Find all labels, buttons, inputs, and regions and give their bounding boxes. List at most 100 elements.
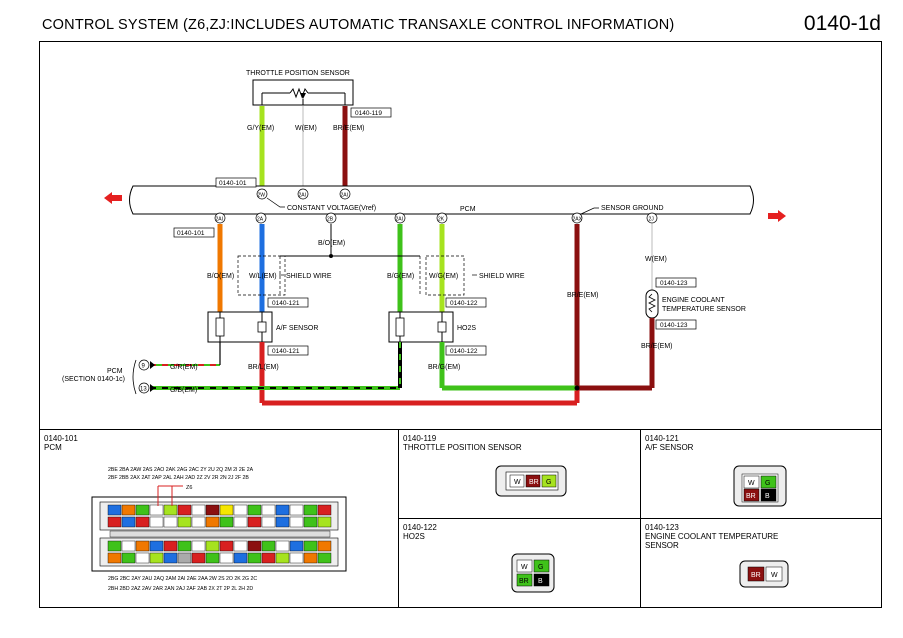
- terminal-2a: [255, 212, 267, 224]
- pin-g: G: [538, 564, 543, 571]
- pin-w: W: [771, 572, 778, 579]
- arrow-left-icon: [104, 192, 122, 204]
- terminal-label: 2AI: [216, 217, 224, 223]
- panel-121-code: 0140-121: [645, 434, 679, 443]
- pin-br: BR: [519, 578, 529, 585]
- wire-label-bg: B/G(EM): [387, 273, 414, 280]
- tps-resistor: [289, 87, 309, 99]
- connector-101-top: 0140-101: [219, 180, 247, 187]
- ho2s-connector: [511, 553, 555, 593]
- shield-box-2: [425, 255, 465, 296]
- wire-label-gr: G/R(EM): [170, 364, 198, 371]
- terminal-2ai-c: [214, 212, 226, 224]
- af-sensor-label: A/F SENSOR: [276, 325, 318, 332]
- pcm-pins-lower: [107, 540, 332, 564]
- wire-label-wl: W/L(EM): [249, 273, 277, 280]
- pin-br: BR: [746, 493, 756, 500]
- panel-123-name-2: SENSOR: [645, 541, 679, 550]
- wire-label-gy: G/Y(EM): [247, 125, 274, 132]
- terminal-2ax: [571, 212, 583, 224]
- pcm-pin-row: 2BE 2BA 2AW 2AS 2AO 2AK 2AG 2AC 2Y 2U 2Q…: [108, 467, 254, 473]
- connector-123-b: 0140-123: [660, 322, 688, 329]
- shield-wire-label-1: SHIELD WIRE: [286, 273, 332, 280]
- pin-13: [138, 382, 150, 394]
- terminal-2ai-b: [339, 188, 351, 200]
- wire-label-bo: B/O(EM): [207, 273, 234, 280]
- ect-label-1: ENGINE COOLANT: [662, 297, 725, 304]
- wire-label-bo2: B/O(EM): [318, 240, 345, 247]
- terminal-label: 2J: [649, 217, 655, 223]
- wire-label-brg: BR/G(EM): [428, 364, 460, 371]
- connector-101-mid: 0140-101: [177, 230, 205, 237]
- pin-g: G: [546, 479, 551, 486]
- panel-101-name: PCM: [44, 443, 62, 452]
- tps-label: THROTTLE POSITION SENSOR: [246, 70, 350, 77]
- ho2s-box: [388, 311, 454, 343]
- connector-122-a: 0140-122: [450, 300, 478, 307]
- terminal-label: 2A: [257, 217, 264, 223]
- pin-label: 13: [140, 387, 147, 393]
- pin-w: W: [748, 480, 755, 487]
- connector-tag-119: [350, 107, 392, 118]
- terminal-label: 2W: [258, 193, 266, 199]
- pin-br: BR: [751, 572, 761, 579]
- ho2s-label: HO2S: [457, 325, 476, 332]
- ect-label-2: TEMPERATURE SENSOR: [662, 306, 746, 313]
- z6-label: Z6: [186, 485, 192, 491]
- wire-label-gb: G/B(EM): [170, 387, 197, 394]
- pcm-pins-upper: [107, 504, 332, 528]
- page-title: CONTROL SYSTEM (Z6,ZJ:INCLUDES AUTOMATIC…: [42, 17, 675, 33]
- tps-wiper: [300, 93, 306, 99]
- terminal-label: 2AI: [299, 193, 307, 199]
- connector-121-b: 0140-121: [272, 348, 300, 355]
- shield-box-1: [237, 255, 286, 296]
- panel-122-code: 0140-122: [403, 523, 437, 532]
- pin-w: W: [521, 564, 528, 571]
- panel-123-name-1: ENGINE COOLANT TEMPERATURE: [645, 532, 778, 541]
- terminal-2w: [256, 188, 268, 200]
- wire-label-w-ect: W(EM): [645, 256, 667, 263]
- schematic-frame: [39, 41, 882, 608]
- wire-label-w: W(EM): [295, 125, 317, 132]
- terminal-label: 2B: [327, 217, 334, 223]
- panel-119-name: THROTTLE POSITION SENSOR: [403, 443, 522, 452]
- terminal-2b: [325, 212, 337, 224]
- terminal-2j: [646, 212, 658, 224]
- wire-label-wg: W/G(EM): [429, 273, 458, 280]
- terminal-label: 2AX: [573, 217, 583, 223]
- wire-label-brl: BR/L(EM): [248, 364, 279, 371]
- pcm-ref-label-1: PCM: [107, 368, 123, 375]
- ho2s-heater: [395, 317, 405, 337]
- pcm-bar: [129, 185, 754, 215]
- pcm-label: PCM: [460, 206, 476, 213]
- connector-121-a: 0140-121: [272, 300, 300, 307]
- sensor-ground-label: SENSOR GROUND: [601, 205, 664, 212]
- af-sensor-box: [207, 311, 273, 343]
- pin-9: [138, 359, 150, 371]
- connector-119: 0140-119: [355, 110, 382, 117]
- terminal-2k: [436, 212, 448, 224]
- af-heater: [215, 317, 225, 337]
- terminal-label: 2K: [438, 217, 445, 223]
- shield-wire-label-2: SHIELD WIRE: [479, 273, 525, 280]
- af-element: [257, 321, 267, 333]
- pin-label: 9: [142, 364, 146, 370]
- pin-g: G: [765, 480, 770, 487]
- ho2s-element: [437, 321, 447, 333]
- panel-119-code: 0140-119: [403, 434, 437, 443]
- panel-122-name: HO2S: [403, 532, 425, 541]
- page-code: 0140-1d: [803, 12, 881, 35]
- wire-label-bre-1: BR/E(EM): [567, 292, 599, 299]
- panel-101-code: 0140-101: [44, 434, 78, 443]
- wire-label-bre-2: BR/E(EM): [641, 343, 673, 350]
- pcm-pin-row: 2BH 2BD 2AZ 2AV 2AR 2AN 2AJ 2AF 2AB 2X 2…: [108, 586, 253, 592]
- terminal-label: 2AI: [396, 217, 404, 223]
- pcm-pin-row: 2BF 2BB 2AX 2AT 2AP 2AL 2AH 2AD 2Z 2V 2R…: [108, 475, 249, 481]
- pin-b: B: [538, 578, 543, 585]
- wire-label-bre: BR/E(EM): [333, 125, 365, 132]
- pcm-ref-label-2: (SECTION 0140-1c): [62, 376, 125, 383]
- pin-w: W: [514, 479, 521, 486]
- connector-123-a: 0140-123: [660, 280, 688, 287]
- terminal-2ai-a: [297, 188, 309, 200]
